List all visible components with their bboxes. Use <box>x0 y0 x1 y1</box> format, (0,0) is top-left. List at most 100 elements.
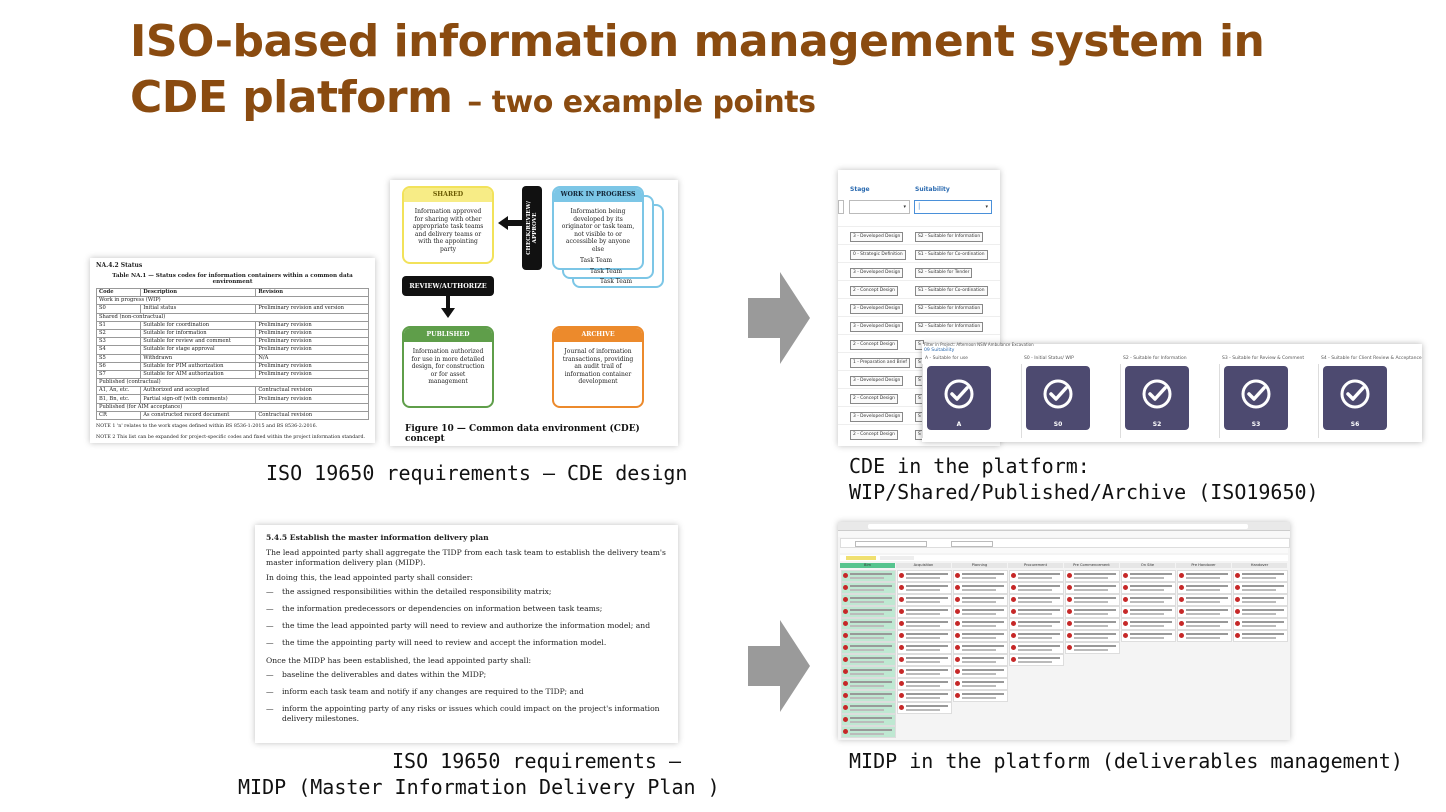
table-cell: Preliminary revision <box>255 337 369 347</box>
deliverable-card[interactable] <box>1009 582 1064 594</box>
deliverable-card[interactable] <box>1233 594 1288 606</box>
deliverable-card[interactable] <box>1065 570 1120 582</box>
deliverable-card[interactable] <box>1177 618 1232 630</box>
deliverable-card[interactable] <box>841 594 896 606</box>
deliverable-card[interactable] <box>897 642 952 654</box>
deliverable-card[interactable] <box>1065 582 1120 594</box>
deliverable-card[interactable] <box>841 726 896 738</box>
deliverable-card[interactable] <box>897 594 952 606</box>
deliverable-card[interactable] <box>1177 594 1232 606</box>
deliverable-card[interactable] <box>1233 618 1288 630</box>
deliverable-card[interactable] <box>841 642 896 654</box>
deliverable-card[interactable] <box>841 570 896 582</box>
deliverable-card[interactable] <box>1121 582 1176 594</box>
deliverable-card[interactable] <box>1009 606 1064 618</box>
deliverable-card[interactable] <box>953 582 1008 594</box>
deliverable-card[interactable] <box>1121 594 1176 606</box>
suitability-filter-select[interactable]: |▾ <box>914 200 992 214</box>
table-cell: S4 <box>95 345 142 355</box>
deliverable-card[interactable] <box>841 666 896 678</box>
deliverable-card[interactable] <box>897 606 952 618</box>
deliverable-card[interactable] <box>1121 618 1176 630</box>
filter-select-a[interactable] <box>838 200 844 214</box>
deliverable-card[interactable] <box>1233 582 1288 594</box>
deliverable-card[interactable] <box>897 702 952 714</box>
deliverable-card[interactable] <box>1009 654 1064 666</box>
deliverable-card[interactable] <box>953 606 1008 618</box>
deliverable-card[interactable] <box>1065 606 1120 618</box>
deliverable-card[interactable] <box>897 630 952 642</box>
deliverable-card[interactable] <box>841 582 896 594</box>
deliverable-card[interactable] <box>1009 630 1064 642</box>
deliverable-card[interactable] <box>953 642 1008 654</box>
card-text-line <box>850 597 892 599</box>
deliverable-card[interactable] <box>841 690 896 702</box>
card-text-line <box>1242 625 1276 627</box>
deliverable-card[interactable] <box>897 678 952 690</box>
deliverable-card[interactable] <box>897 582 952 594</box>
deliverable-card[interactable] <box>841 618 896 630</box>
stage-filter-select[interactable]: ▾ <box>849 200 910 214</box>
deliverable-card[interactable] <box>841 606 896 618</box>
deliverable-card[interactable] <box>841 630 896 642</box>
deliverable-card[interactable] <box>1121 630 1176 642</box>
deliverable-card[interactable] <box>1065 594 1120 606</box>
view-select[interactable] <box>951 540 993 547</box>
deliverable-card[interactable] <box>953 630 1008 642</box>
deliverable-card[interactable] <box>1009 618 1064 630</box>
deliverable-card[interactable] <box>1177 582 1232 594</box>
deliverable-card[interactable] <box>1177 606 1232 618</box>
deliverable-card[interactable] <box>1009 594 1064 606</box>
deliverable-card[interactable] <box>1233 630 1288 642</box>
deliverable-card[interactable] <box>1009 570 1064 582</box>
deliverable-card[interactable] <box>1065 642 1120 654</box>
filter-chip[interactable] <box>880 556 914 560</box>
deliverable-card[interactable] <box>897 666 952 678</box>
deliverable-card[interactable] <box>953 666 1008 678</box>
deliverable-card[interactable] <box>1009 642 1064 654</box>
deliverable-card[interactable] <box>841 714 896 726</box>
deliverable-card[interactable] <box>897 618 952 630</box>
deliverable-card[interactable] <box>1065 618 1120 630</box>
deliverable-card[interactable] <box>953 690 1008 702</box>
deliverable-card[interactable] <box>1121 570 1176 582</box>
deliverable-card[interactable] <box>953 594 1008 606</box>
deliverable-card[interactable] <box>1177 630 1232 642</box>
highlight-chip[interactable] <box>846 556 876 560</box>
deliverable-card[interactable] <box>953 570 1008 582</box>
deliverable-card[interactable] <box>897 654 952 666</box>
deliverable-card[interactable] <box>841 654 896 666</box>
deliverable-card[interactable] <box>953 678 1008 690</box>
deliverable-card[interactable] <box>841 678 896 690</box>
deliverable-card[interactable] <box>953 618 1008 630</box>
deliverable-card[interactable] <box>1177 570 1232 582</box>
deliverable-card[interactable] <box>841 702 896 714</box>
deliverable-card[interactable] <box>1121 606 1176 618</box>
deliverable-card[interactable] <box>1065 630 1120 642</box>
deliverable-card[interactable] <box>1233 570 1288 582</box>
deliverable-card[interactable] <box>953 654 1008 666</box>
deliverable-card[interactable] <box>1233 606 1288 618</box>
suitability-option[interactable]: S4 - Suitable for Client Review & Accept… <box>1318 356 1422 438</box>
deliverable-card[interactable] <box>897 570 952 582</box>
project-select[interactable] <box>855 540 927 547</box>
address-bar[interactable] <box>868 523 1248 529</box>
deliverable-card[interactable] <box>897 690 952 702</box>
